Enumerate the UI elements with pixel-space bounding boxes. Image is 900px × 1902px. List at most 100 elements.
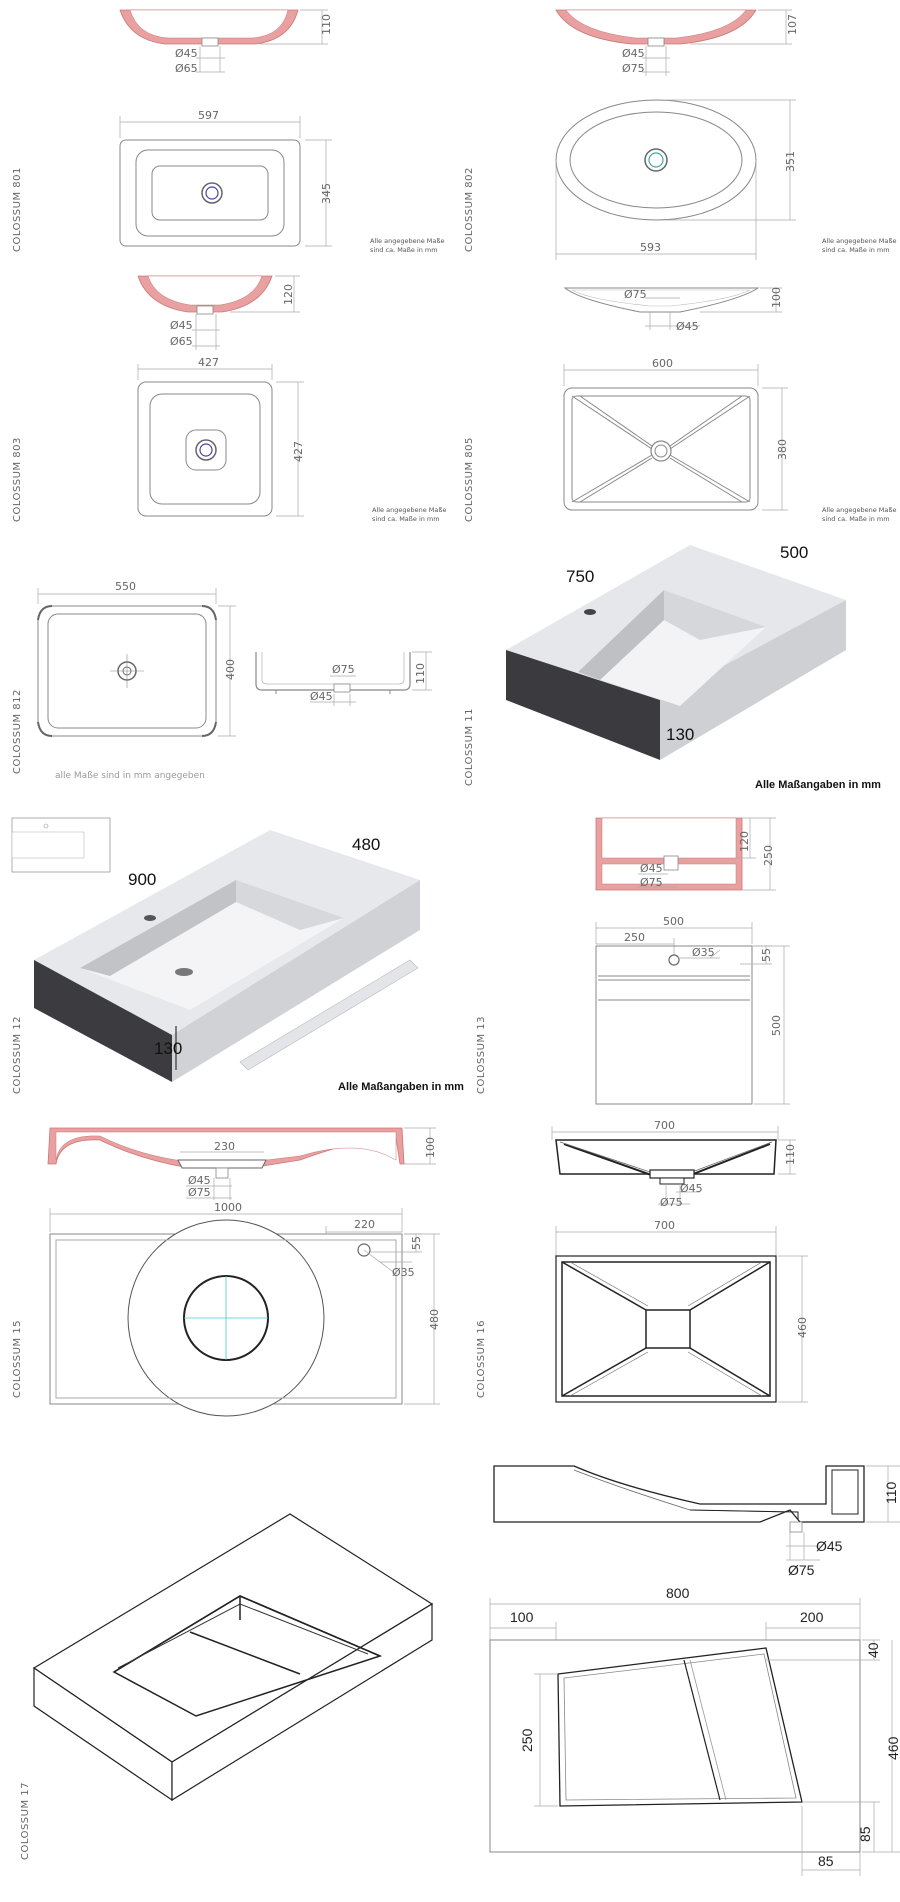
c17-d2: Ø75 — [788, 1562, 815, 1578]
c801-note2: sind ca. Maße in mm — [370, 246, 438, 254]
c15-d2: Ø75 — [188, 1186, 211, 1199]
c15-hole: Ø35 — [392, 1266, 415, 1279]
c803-width: 427 — [198, 356, 219, 369]
c15-edge: 55 — [410, 1236, 423, 1250]
c13-d2: Ø75 — [640, 876, 663, 889]
c11-width: 750 — [566, 567, 594, 586]
c801-note1: Alle angegebene Maße — [370, 237, 444, 245]
c15-channel: 230 — [214, 1140, 235, 1153]
c17-edge: 40 — [865, 1642, 881, 1658]
c15-width: 1000 — [214, 1201, 242, 1214]
c17-height: 460 — [885, 1736, 900, 1760]
c803-d1: Ø45 — [170, 319, 193, 332]
c11-drawing: 750 500 130 Alle Maßangaben in mm COLOSS… — [464, 543, 881, 791]
c13-width: 500 — [663, 915, 684, 928]
c13-d1: Ø45 — [640, 862, 663, 875]
c11-label: COLOSSUM 11 — [464, 708, 475, 786]
c805-width: 600 — [652, 357, 673, 370]
c812-height: 400 — [224, 659, 237, 680]
c15-height: 480 — [428, 1309, 441, 1330]
c17-corner: 85 — [818, 1853, 834, 1869]
c805-note2: sind ca. Maße in mm — [822, 515, 890, 523]
c802-drawing: 107 Ø45 Ø75 351 593 Alle angegebene Maße… — [464, 9, 896, 260]
c802-d1: Ø45 — [622, 47, 645, 60]
c803-note1: Alle angegebene Maße — [372, 506, 446, 514]
c17-bottom: 85 — [857, 1826, 873, 1842]
c16-d1: Ø45 — [680, 1182, 703, 1195]
c13-inner: 120 — [738, 831, 751, 852]
c17-depth: 110 — [883, 1481, 899, 1504]
c805-height: 380 — [776, 439, 789, 460]
c803-d2: Ø65 — [170, 335, 193, 348]
c15-d1: Ø45 — [188, 1174, 211, 1187]
c802-label: COLOSSUM 802 — [464, 167, 475, 252]
c17-left: 100 — [510, 1609, 534, 1625]
c802-note1: Alle angegebene Maße — [822, 237, 896, 245]
c16-d2: Ø75 — [660, 1196, 683, 1209]
c802-width: 593 — [640, 241, 661, 254]
c17-drawing: COLOSSUM 17 110 Ø45 Ø75 800 100 200 40 2… — [20, 1465, 900, 1876]
c12-depth: 480 — [352, 835, 380, 854]
c801-height: 345 — [320, 183, 333, 204]
c15-drawing: 230 100 Ø45 Ø75 1000 220 Ø35 55 480 COLO… — [12, 1127, 441, 1417]
c802-d2: Ø75 — [622, 62, 645, 75]
c13-offset: 250 — [624, 931, 645, 944]
c13-depth: 500 — [770, 1015, 783, 1036]
c12-height: 130 — [154, 1039, 182, 1058]
c11-height: 130 — [666, 725, 694, 744]
c812-d2: Ø45 — [310, 690, 333, 703]
c805-drawing: 100 Ø75 Ø45 600 380 Alle angegebene Maße… — [464, 287, 896, 523]
c805-d2: Ø45 — [676, 320, 699, 333]
c812-width: 550 — [115, 580, 136, 593]
c16-drawing: 700 110 Ø45 Ø75 700 460 COLOSSUM 16 — [476, 1119, 809, 1403]
c17-inner: 250 — [519, 1728, 535, 1752]
c801-label: COLOSSUM 801 — [12, 167, 23, 252]
c812-d1: Ø75 — [332, 663, 355, 676]
c16-height: 460 — [796, 1317, 809, 1338]
c801-depth: 110 — [320, 14, 333, 35]
c16-depth: 110 — [784, 1144, 797, 1165]
c16-width-top: 700 — [654, 1219, 675, 1232]
c803-depth: 120 — [282, 284, 295, 305]
c801-d2: Ø65 — [175, 62, 198, 75]
c11-note: Alle Maßangaben in mm — [755, 779, 881, 791]
c12-drawing: 900 480 130 Alle Maßangaben in mm COLOSS… — [11, 817, 464, 1094]
c805-depth: 100 — [770, 287, 783, 308]
c13-height: 250 — [762, 845, 775, 866]
c805-d1: Ø75 — [624, 288, 647, 301]
c803-label: COLOSSUM 803 — [12, 437, 23, 522]
c805-note1: Alle angegebene Maße — [822, 506, 896, 514]
c812-label: COLOSSUM 812 — [12, 689, 23, 774]
c803-height: 427 — [292, 441, 305, 462]
c12-label: COLOSSUM 12 — [12, 1016, 23, 1094]
c812-drawing: 550 400 alle Maße sind in mm angegeben 1… — [12, 580, 432, 781]
c15-offset: 220 — [354, 1218, 375, 1231]
c801-drawing: 110 Ø45 Ø65 597 345 Alle angegebene Maße… — [12, 9, 444, 254]
c802-height: 351 — [784, 151, 797, 172]
c13-drawing: 120 250 Ø45 Ø75 500 250 Ø35 55 500 COLOS… — [476, 817, 790, 1105]
c812-depth: 110 — [414, 663, 427, 684]
c16-width-side: 700 — [654, 1119, 675, 1132]
c805-label: COLOSSUM 805 — [464, 437, 475, 522]
c11-depth: 500 — [780, 543, 808, 562]
c802-note2: sind ca. Maße in mm — [822, 246, 890, 254]
c17-d1: Ø45 — [816, 1538, 843, 1554]
c801-d1: Ø45 — [175, 47, 198, 60]
c12-note: Alle Maßangaben in mm — [338, 1081, 464, 1093]
c801-width: 597 — [198, 109, 219, 122]
c17-label: COLOSSUM 17 — [20, 1782, 31, 1860]
c13-edge: 55 — [760, 948, 773, 962]
c17-right: 200 — [800, 1609, 824, 1625]
c13-hole: Ø35 — [692, 946, 715, 959]
c802-depth: 107 — [786, 14, 799, 35]
c15-depth: 100 — [424, 1137, 437, 1158]
c12-width: 900 — [128, 870, 156, 889]
c16-label: COLOSSUM 16 — [476, 1320, 487, 1398]
c812-note: alle Maße sind in mm angegeben — [55, 771, 205, 781]
c13-label: COLOSSUM 13 — [476, 1016, 487, 1094]
c803-note2: sind ca. Maße in mm — [372, 515, 440, 523]
c15-label: COLOSSUM 15 — [12, 1320, 23, 1398]
c803-drawing: 120 Ø45 Ø65 427 427 Alle angegebene Maße… — [12, 275, 446, 523]
c17-width: 800 — [666, 1585, 690, 1601]
